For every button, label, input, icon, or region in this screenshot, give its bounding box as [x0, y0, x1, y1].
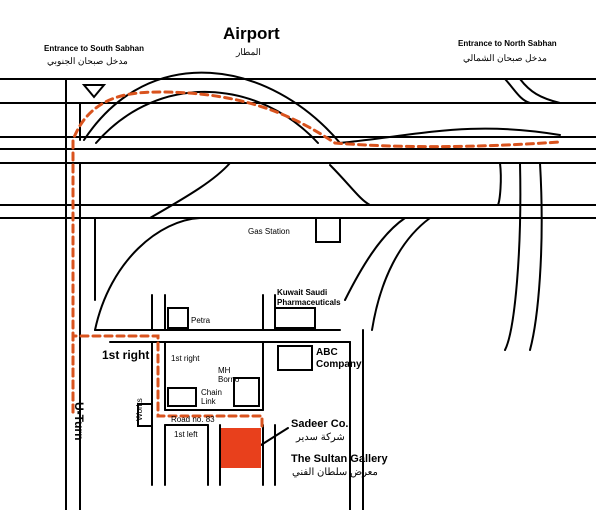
- abc-label: ABC Company: [316, 347, 362, 371]
- first-right-small-label: 1st right: [171, 354, 200, 363]
- chain-link-label: Chain Link: [201, 388, 222, 406]
- building-petra: [167, 307, 189, 329]
- north-entrance-label-ar: مدخل صبحان الشمالي: [463, 53, 547, 63]
- south-entrance-label: Entrance to South Sabhan: [44, 44, 145, 53]
- sadeer-pointer: [260, 427, 289, 446]
- abc-line1: ABC: [316, 347, 338, 358]
- gallery-label-ar: معرض سلطان الفني: [292, 467, 378, 478]
- south-entrance-label-ar: مدخل صبحان الجنوبي: [47, 56, 128, 66]
- gas-station: [315, 217, 341, 243]
- petra-label: Petra: [191, 316, 211, 325]
- u-turn-label: U-Turn: [72, 402, 86, 441]
- north-entrance-label: Entrance to North Sabhan: [458, 39, 557, 48]
- chain-link-line1: Chain: [201, 388, 222, 397]
- overpass-ramp: [95, 90, 319, 144]
- mh-borno-line2: Borno: [218, 375, 240, 384]
- sultan-gallery-marker: [221, 428, 261, 468]
- kuwait-saudi-line2: Pharmaceuticals: [277, 298, 341, 307]
- kuwait-saudi-line1: Kuwait Saudi: [277, 288, 328, 297]
- route-path: [71, 90, 562, 414]
- building-abc: [277, 345, 313, 371]
- entrance-triangle: [81, 84, 107, 99]
- building-chain-link: [167, 387, 197, 407]
- ramp-right: [519, 78, 561, 104]
- access-road: [149, 162, 231, 219]
- route-path: [71, 334, 264, 430]
- building-works: [137, 403, 153, 427]
- overpass-ramp: [339, 127, 561, 144]
- overpass-ramp: [83, 71, 341, 144]
- kuwait-saudi-label: Kuwait Saudi Pharmaceuticals: [277, 288, 341, 308]
- access-road: [329, 164, 371, 206]
- first-right-big-label: 1st right: [102, 348, 150, 362]
- ramp-right: [504, 78, 531, 104]
- first-left-label: 1st left: [174, 430, 198, 439]
- access-road: [371, 217, 431, 331]
- mh-borno-line1: MH: [218, 366, 231, 375]
- sadeer-label: Sadeer Co.: [291, 418, 349, 430]
- sadeer-label-ar: شركة سدير: [296, 432, 345, 443]
- airport-label: Airport: [223, 24, 280, 43]
- airport-label-ar: المطار: [236, 47, 261, 57]
- ramp-right: [497, 162, 502, 206]
- mh-borno-label: MH Borno: [218, 366, 239, 384]
- building-mh-borno: [233, 377, 260, 407]
- ramp-right: [529, 162, 543, 351]
- road-label: Road no. 83: [171, 415, 215, 424]
- gas-station-label: Gas Station: [248, 227, 290, 236]
- gallery-label: The Sultan Gallery: [291, 453, 388, 465]
- ramp-right: [504, 162, 522, 351]
- access-road: [94, 217, 201, 331]
- chain-link-line2: Link: [201, 397, 216, 406]
- works-label: Works: [134, 398, 144, 421]
- abc-line2: Company: [316, 359, 362, 370]
- building-kuwait-saudi: [274, 307, 316, 329]
- access-road: [344, 217, 406, 301]
